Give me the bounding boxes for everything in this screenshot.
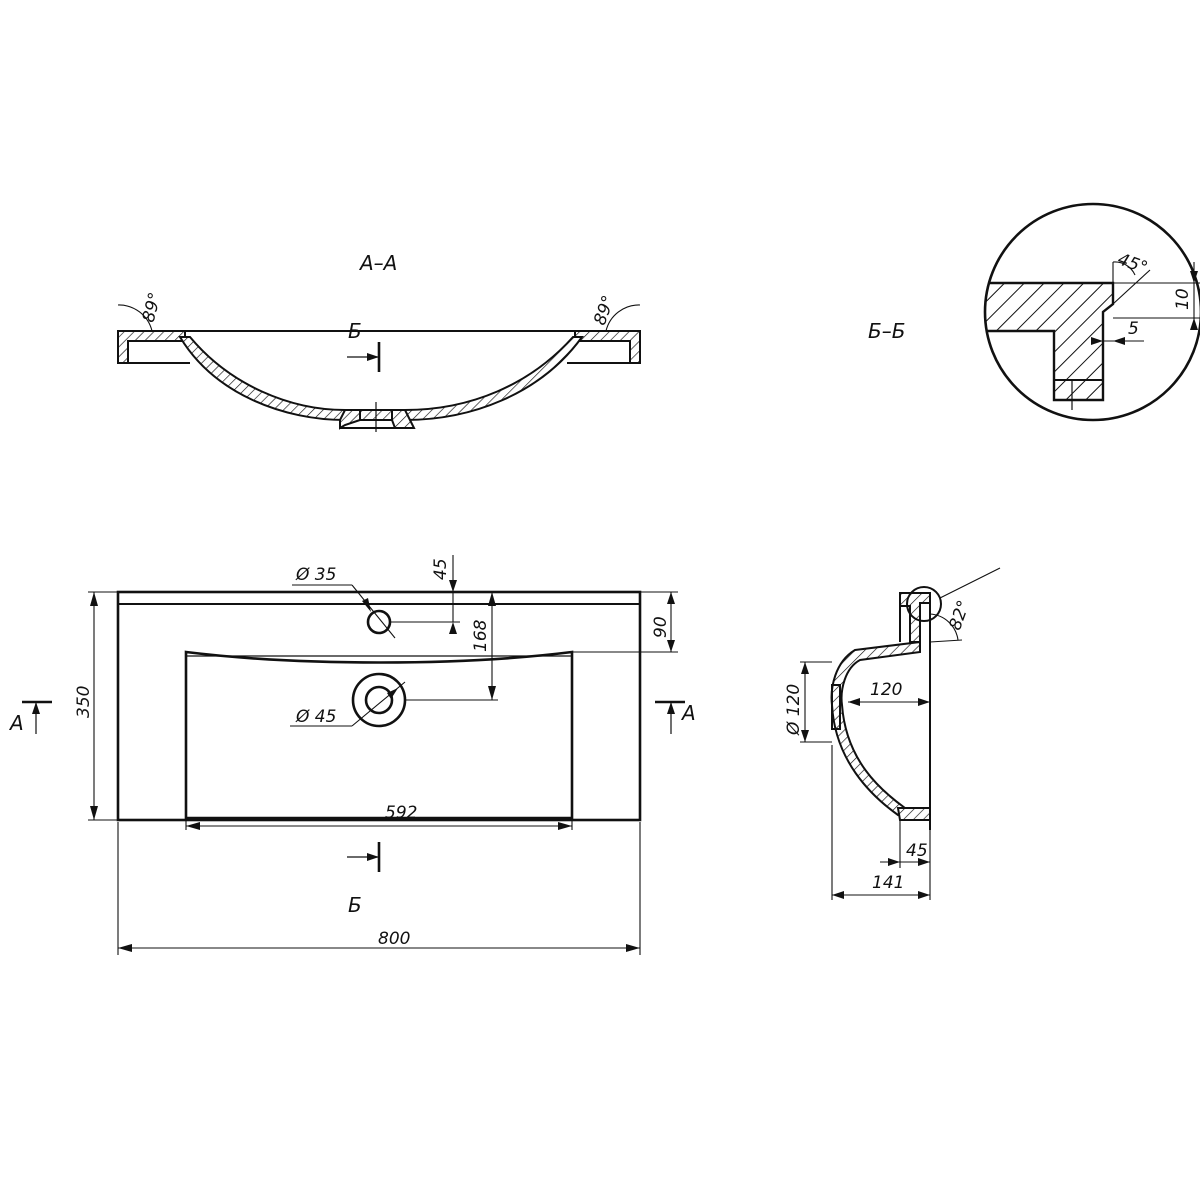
section-aa-title: А–А	[358, 251, 397, 275]
dim-bb120-arrow-top	[801, 662, 809, 674]
detail-10-label: 10	[1173, 288, 1193, 310]
leader-drain-arrow	[387, 688, 398, 699]
dim-bb120-arrow-bottom	[801, 730, 809, 742]
bb-detail-leader	[939, 567, 1001, 599]
dim-800-arrow-left	[118, 944, 132, 952]
dim-168-arrow-top	[488, 592, 496, 606]
detail-5-arrow-left	[1091, 337, 1103, 345]
dim-800-label: 800	[378, 929, 410, 949]
bb-angle-ref	[929, 639, 963, 643]
dim-bb120h-label: 120	[870, 680, 902, 700]
detail-angle-arc	[1112, 261, 1136, 276]
dim-350-arrow-bottom	[90, 806, 98, 820]
bb-angle-arc	[929, 613, 959, 641]
bb-front-lip	[896, 807, 931, 821]
detail-view: 45° 10 5	[983, 202, 1200, 422]
dim-592-arrow-left	[186, 822, 200, 830]
dim-bb120-dia-label: Ø 120	[784, 684, 804, 736]
dim-592-label: 592	[385, 803, 417, 823]
dim-bb120h-arrow-right	[918, 698, 930, 706]
section-bb: Б–Б Ø 120 120 45 14	[784, 319, 1001, 900]
cut-b-top-arrow	[367, 353, 379, 361]
detail-5-label: 5	[1128, 319, 1139, 339]
detail-5-arrow-right	[1113, 337, 1125, 345]
detail-circle	[983, 202, 1200, 422]
cut-a-right-label: А	[680, 701, 696, 725]
cut-b-bottom-label: Б	[348, 893, 362, 917]
detail-section-body	[985, 281, 1115, 402]
leader-tap-line	[351, 584, 396, 639]
aa-angle-right-arc	[605, 304, 641, 332]
aa-angle-left-arc	[117, 304, 153, 332]
aa-right-flange	[574, 330, 641, 364]
dim-592-arrow-right	[558, 822, 572, 830]
aa-angle-right-label: 89°	[590, 293, 619, 328]
aa-angle-left-label: 89°	[139, 290, 166, 324]
dim-bb141-label: 141	[872, 873, 904, 893]
dim-bb141-arrow-left	[832, 891, 844, 899]
dim-90-label: 90	[651, 616, 671, 638]
section-aa: А–А 89° 89°	[117, 251, 641, 432]
dim-90-arrow-bottom	[667, 640, 675, 652]
dim-bb45-arrow-right	[918, 858, 930, 866]
dim-bb45-arrow-left	[888, 858, 900, 866]
leader-tap-arrow	[362, 598, 371, 612]
dim-45-arrow-bottom	[449, 622, 457, 634]
detail-angle-label: 45°	[1115, 249, 1150, 278]
dim-350-label: 350	[74, 686, 94, 718]
tap-hole-label: Ø 35	[295, 565, 336, 585]
tap-hole	[366, 609, 392, 635]
detail-10-arrow-top	[1190, 271, 1198, 283]
dim-bb120h-arrow-left	[848, 698, 860, 706]
section-bb-title: Б–Б	[868, 319, 905, 343]
cut-a-right-arrow	[667, 702, 675, 714]
drain-inner	[364, 685, 394, 715]
aa-bowl-shell	[178, 336, 584, 421]
dim-bb45-label: 45	[906, 841, 928, 861]
bb-detail-callout	[906, 586, 942, 622]
dim-800-arrow-right	[626, 944, 640, 952]
dim-45-arrow-top	[449, 580, 457, 592]
dim-350-arrow-top	[90, 592, 98, 606]
drain-hole-label: Ø 45	[295, 707, 336, 727]
cut-a-left-arrow	[32, 702, 40, 714]
cut-a-left-label: А	[8, 711, 24, 735]
plan-bowl	[184, 650, 574, 820]
bb-bowl-profile	[830, 640, 921, 817]
cut-b-top-label: Б	[348, 319, 362, 343]
dim-168-label: 168	[471, 619, 491, 652]
dim-45-label: 45	[431, 558, 451, 580]
aa-drain-left	[339, 409, 361, 430]
aa-left-flange	[117, 330, 186, 364]
detail-angle-line	[1112, 269, 1151, 305]
cut-b-bottom-arrow	[367, 853, 379, 861]
detail-10-arrow-bottom	[1190, 318, 1198, 330]
plan-view: 800 592 350 90 45 168	[8, 319, 696, 955]
dim-bb141-arrow-right	[918, 891, 930, 899]
dim-90-arrow-top	[667, 592, 675, 604]
dim-168-arrow-bottom	[488, 686, 496, 700]
bb-drain-boss	[831, 684, 841, 730]
bb-angle-label: 82°	[945, 598, 974, 633]
plan-outline	[116, 590, 642, 822]
